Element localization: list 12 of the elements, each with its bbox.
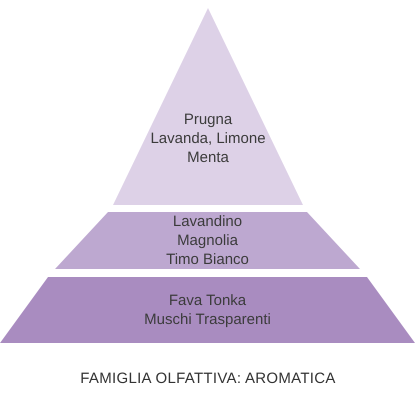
note-text: Muschi Trasparenti [144,310,271,329]
note-text: Magnolia [177,231,238,250]
note-text: Timo Bianco [166,250,249,269]
note-text: Prugna [184,110,232,129]
note-text: Lavandino [172,212,242,231]
note-text: Fava Tonka [168,291,246,310]
caption-text: FAMIGLIA OLFATTIVA: AROMATICA [80,370,336,387]
pyramid-tier [113,8,303,205]
pyramid-tier [0,277,415,343]
note-text: Menta [187,148,229,167]
note-text: Lavanda, Limone [150,129,266,148]
pyramid-tier [55,212,360,269]
